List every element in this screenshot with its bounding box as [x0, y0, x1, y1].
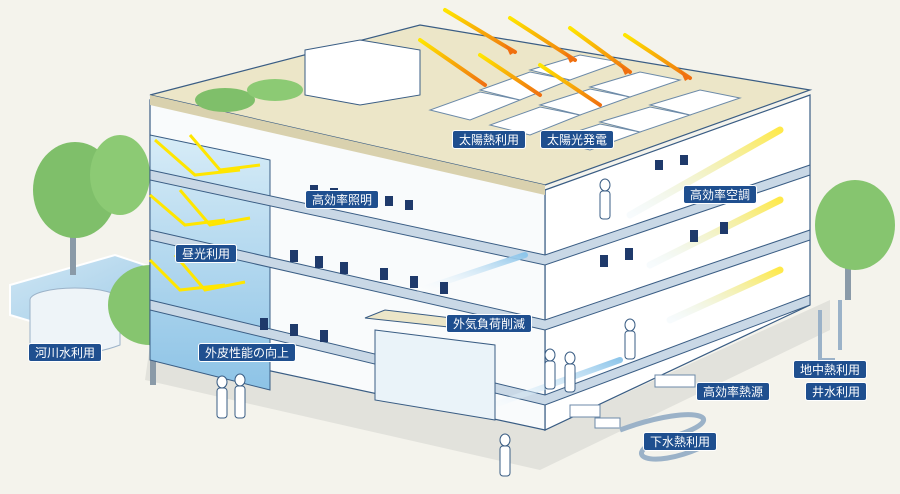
sun-rays-roof [418, 8, 692, 107]
tree-left [33, 135, 150, 275]
label-solar-power: 太陽光発電 [540, 130, 615, 149]
people [216, 178, 636, 477]
floor-slab-2 [149, 229, 811, 331]
heat-source-equipment [569, 374, 696, 429]
rooftop-greenery-2 [247, 79, 303, 101]
label-daylight: 昼光利用 [175, 244, 238, 263]
label-river-water: 河川水利用 [28, 343, 103, 362]
sun-arrowheads [505, 44, 690, 81]
rooftop-penthouse [304, 39, 421, 106]
rooftop-greenery [195, 88, 255, 112]
label-well-water: 井水利用 [805, 382, 868, 401]
label-solar-thermal: 太陽熱利用 [452, 130, 527, 149]
label-sewage-heat: 下水熱利用 [643, 432, 718, 451]
roof-edge [150, 95, 545, 195]
label-efficient-heat-source: 高効率熱源 [696, 382, 771, 401]
air-flow-arrows [626, 126, 784, 324]
label-efficient-hvac: 高効率空調 [683, 185, 758, 204]
label-geothermal: 地中熱利用 [793, 360, 868, 379]
entrance [374, 329, 496, 421]
label-efficient-lighting: 高効率照明 [305, 190, 380, 209]
label-envelope: 外皮性能の向上 [198, 343, 297, 362]
daylight-arrows [148, 134, 261, 292]
label-external-load-reduction: 外気負荷削減 [446, 314, 533, 333]
tree-right [815, 180, 895, 300]
solar-panels [428, 54, 742, 151]
floor-slab-3 [149, 164, 811, 266]
